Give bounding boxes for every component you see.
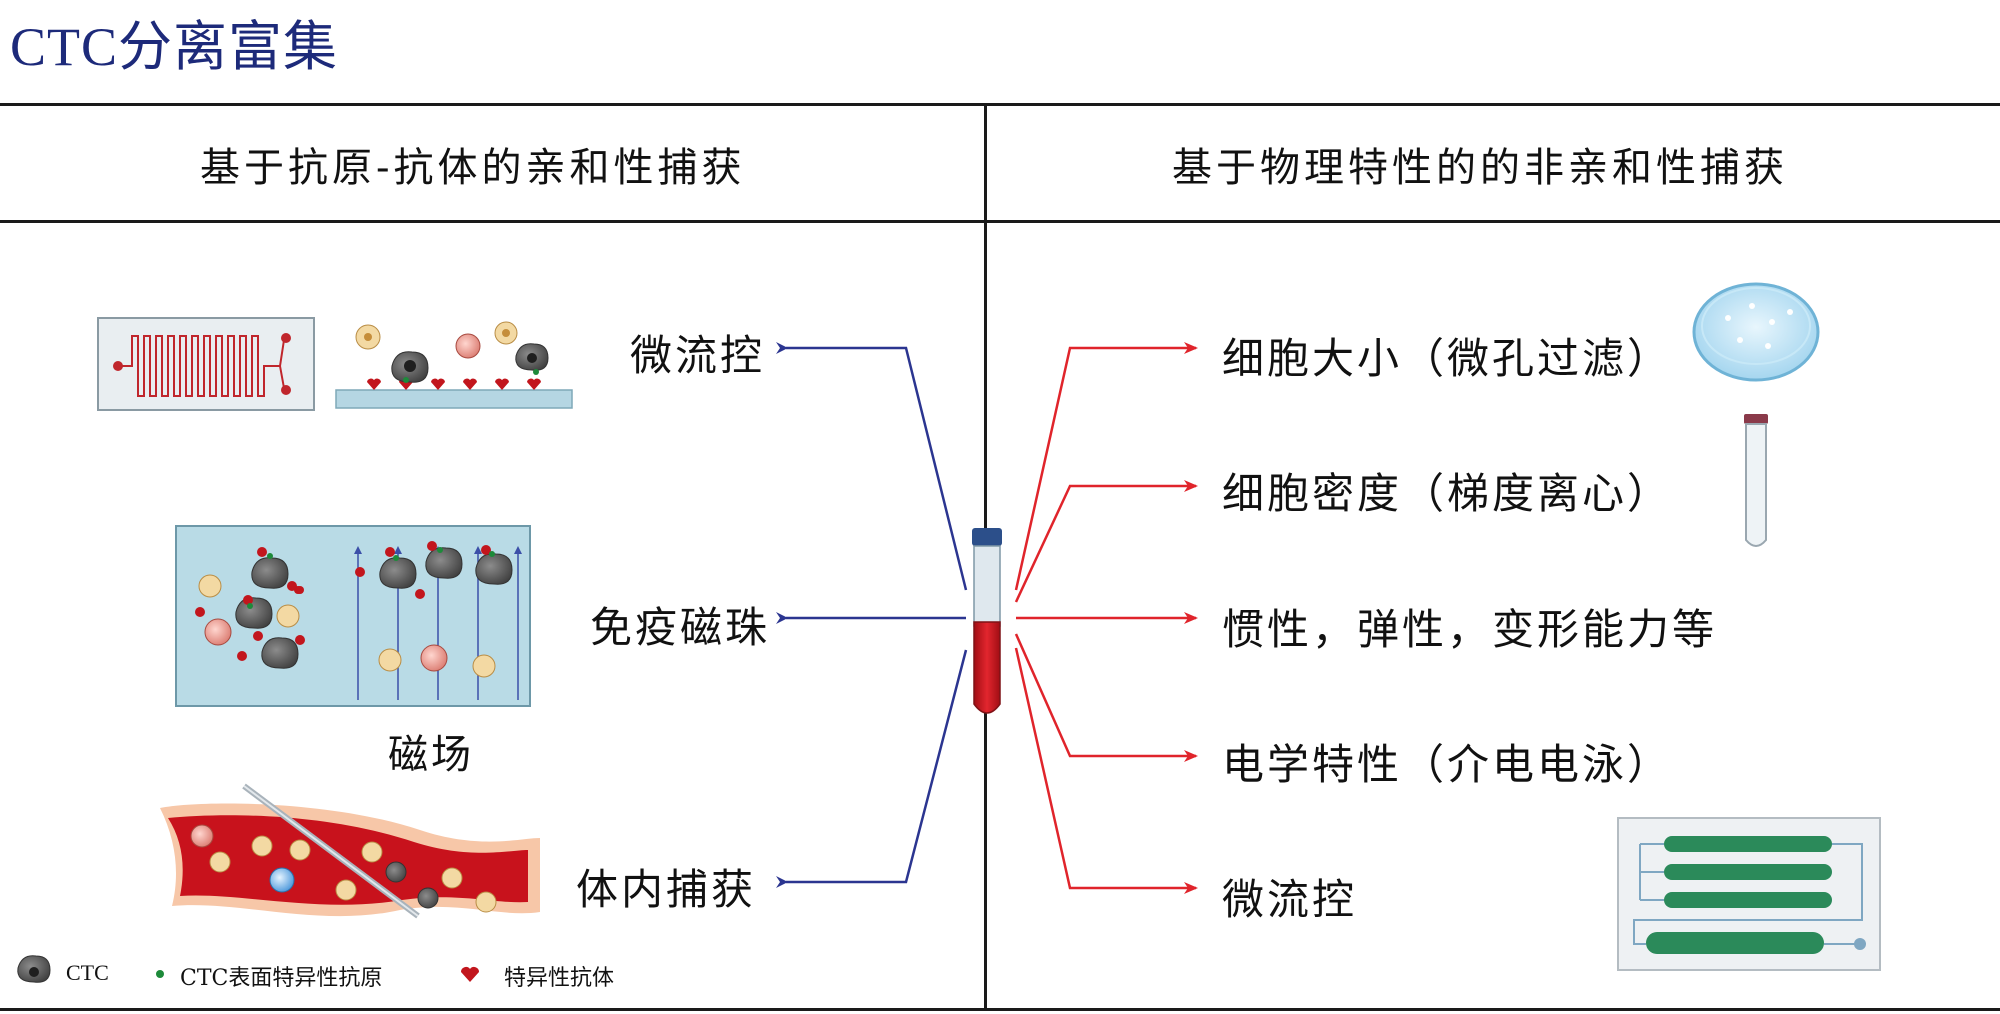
right-method-inertia-elasticity: 惯性，弹性，变形能力等 xyxy=(1222,605,1718,654)
right-method-microfluidics: 微流控 xyxy=(1222,875,1358,924)
left-arrows xyxy=(776,342,968,888)
right-method-cell-density: 细胞密度（梯度离心） xyxy=(1222,469,1673,518)
legend-antigen-label: CTC表面特异性抗原 xyxy=(180,966,383,991)
table-bottom-rule xyxy=(0,1008,2000,1011)
microfluidic-chip-icon xyxy=(97,317,315,411)
right-column-header: 基于物理特性的的非亲和性捕获 xyxy=(1172,145,1788,191)
microfluidic-device-icon xyxy=(1617,817,1881,971)
table-top-rule xyxy=(0,103,2000,106)
page-title: CTC分离富集 xyxy=(10,17,339,77)
table-header-rule xyxy=(0,220,2000,223)
right-arrows xyxy=(1014,342,1198,894)
left-column-header: 基于抗原-抗体的亲和性捕获 xyxy=(200,145,746,191)
legend-antibody-icon xyxy=(461,966,479,982)
legend-ctc-icon xyxy=(17,955,51,983)
legend-ctc-label: CTC xyxy=(66,960,109,985)
left-method-microfluidics: 微流控 xyxy=(630,331,766,380)
capture-surface-icon xyxy=(335,321,573,409)
right-method-cell-size: 细胞大小（微孔过滤） xyxy=(1222,334,1673,383)
centrifuge-tube-icon xyxy=(1744,414,1768,547)
left-method-immunomagnetic-beads: 免疫磁珠 xyxy=(590,603,771,652)
right-method-electrical: 电学特性（介电电泳） xyxy=(1222,740,1673,789)
blood-sample-tube-icon xyxy=(972,528,1002,714)
petri-dish-icon xyxy=(1692,282,1820,382)
magnetic-bead-panel-icon xyxy=(175,525,531,707)
blood-vessel-icon xyxy=(160,783,540,919)
legend-antibody-label: 特异性抗体 xyxy=(504,966,615,991)
left-method-in-vivo-capture: 体内捕获 xyxy=(576,865,757,914)
legend-antigen-icon xyxy=(156,970,164,978)
magnetic-field-label: 磁场 xyxy=(388,732,474,778)
